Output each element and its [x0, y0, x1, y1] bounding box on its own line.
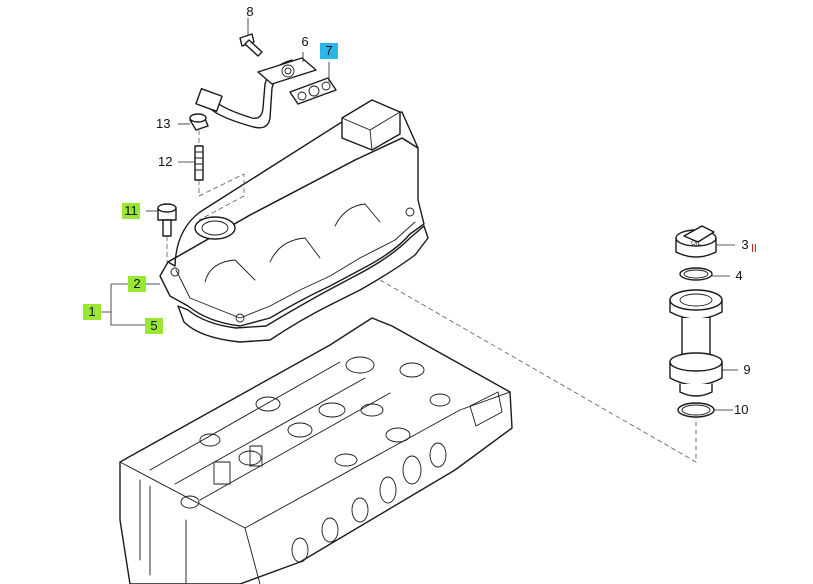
callout-6[interactable]: 6	[301, 34, 309, 49]
callout-3[interactable]: 3	[741, 237, 749, 252]
callout-11[interactable]: 11	[122, 203, 140, 219]
callout-1[interactable]: 1	[83, 304, 101, 320]
callout-7[interactable]: 7	[320, 43, 338, 59]
callout-4[interactable]: 4	[735, 268, 743, 283]
callout-9[interactable]: 9	[743, 362, 751, 377]
oil-filler-assembly: OIL	[669, 225, 723, 418]
callout-10[interactable]: 10	[734, 402, 749, 417]
rocker-cover-gasket	[177, 225, 429, 343]
red-marker-icon	[752, 244, 756, 252]
callout-12[interactable]: 12	[158, 154, 173, 169]
filler-cap-text: OIL	[691, 241, 701, 247]
rocker-cover	[159, 99, 425, 327]
breather-pipe	[195, 33, 337, 129]
leader-lines	[100, 18, 738, 463]
cylinder-head	[119, 317, 513, 584]
fasteners	[157, 113, 209, 237]
callout-2[interactable]: 2	[128, 276, 146, 292]
callout-13[interactable]: 13	[156, 116, 171, 131]
callout-5[interactable]: 5	[145, 318, 163, 334]
callout-8[interactable]: 8	[246, 4, 254, 19]
